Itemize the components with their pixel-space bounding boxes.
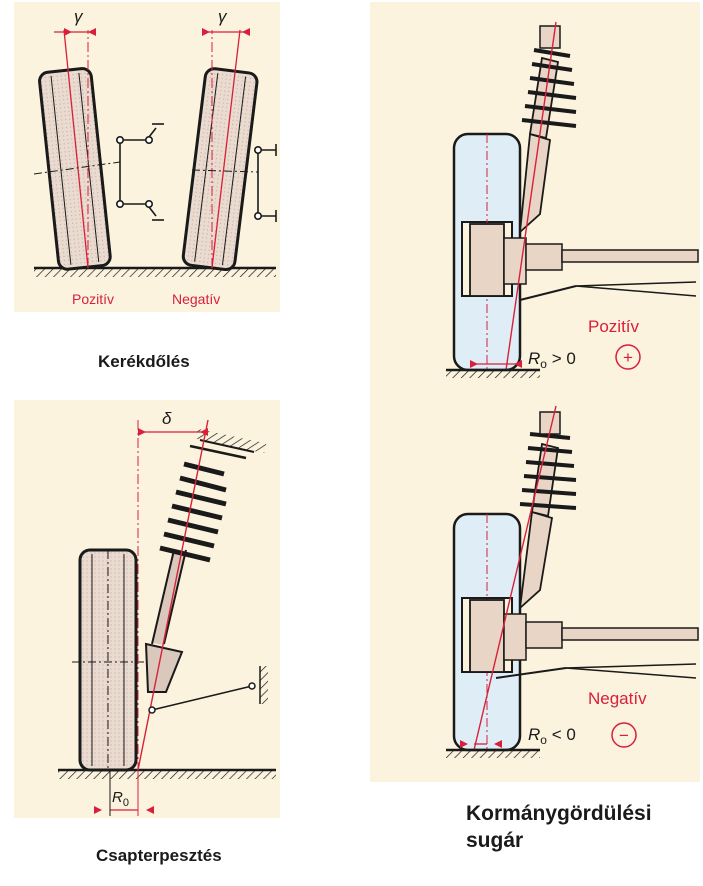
kingpin-panel: δ R0 bbox=[14, 400, 280, 818]
camber-title: Kerékdőlés bbox=[98, 352, 190, 371]
wheel-axis-negative bbox=[211, 29, 241, 269]
scrub-bottom-assembly bbox=[446, 405, 699, 758]
scrub-panel: Pozitív Ro > 0 + bbox=[370, 2, 700, 782]
camber-gamma-right: γ bbox=[218, 7, 228, 26]
scrub-bottom-sign-circle bbox=[611, 722, 637, 748]
camber-label-negative: Negatív bbox=[172, 291, 220, 307]
steering-axis bbox=[137, 419, 209, 771]
wheel-negative bbox=[181, 67, 259, 272]
kingpin-r0: R0 bbox=[112, 789, 129, 809]
linkage-positive bbox=[116, 123, 164, 221]
linkage-negative bbox=[254, 144, 277, 222]
camber-sign-positive: + bbox=[88, 307, 96, 312]
scrub-bottom-formula: Ro < 0 bbox=[528, 725, 576, 747]
camber-panel: γ γ Pozitív + Negatív − bbox=[14, 2, 280, 323]
scrub-top-sign-circle bbox=[615, 344, 641, 370]
scrub-top-formula: Ro > 0 bbox=[528, 349, 576, 371]
scrub-title: Kormánygördülési sugár bbox=[466, 800, 652, 854]
camber-label-positive: Pozitív bbox=[72, 291, 114, 307]
scrub-title-line1: Kormánygördülési bbox=[466, 802, 652, 825]
wheel-axis-positive bbox=[63, 29, 89, 269]
kingpin-delta: δ bbox=[162, 409, 172, 428]
kingpin-diagram: δ R0 bbox=[58, 409, 276, 816]
wheel-positive bbox=[38, 67, 112, 271]
scrub-bottom-sign: − bbox=[619, 726, 629, 745]
scrub-title-line2: sugár bbox=[466, 829, 524, 852]
camber-gamma-left: γ bbox=[74, 7, 84, 26]
scrub-bottom-label: Negatív bbox=[588, 689, 647, 708]
camber-sign-negative: − bbox=[198, 307, 206, 312]
kingpin-title: Csapterpesztés bbox=[96, 846, 222, 865]
ground-hatch bbox=[34, 268, 276, 277]
kingpin-strut bbox=[144, 439, 255, 693]
scrub-top-assembly bbox=[446, 21, 699, 378]
scrub-diagram: Pozitív Ro > 0 + bbox=[446, 21, 699, 758]
camber-diagram: γ γ Pozitív + Negatív − bbox=[33, 7, 277, 323]
kingpin-tierod bbox=[148, 666, 268, 714]
scrub-top-sign: + bbox=[623, 348, 633, 367]
scrub-top-label: Pozitív bbox=[588, 317, 640, 336]
